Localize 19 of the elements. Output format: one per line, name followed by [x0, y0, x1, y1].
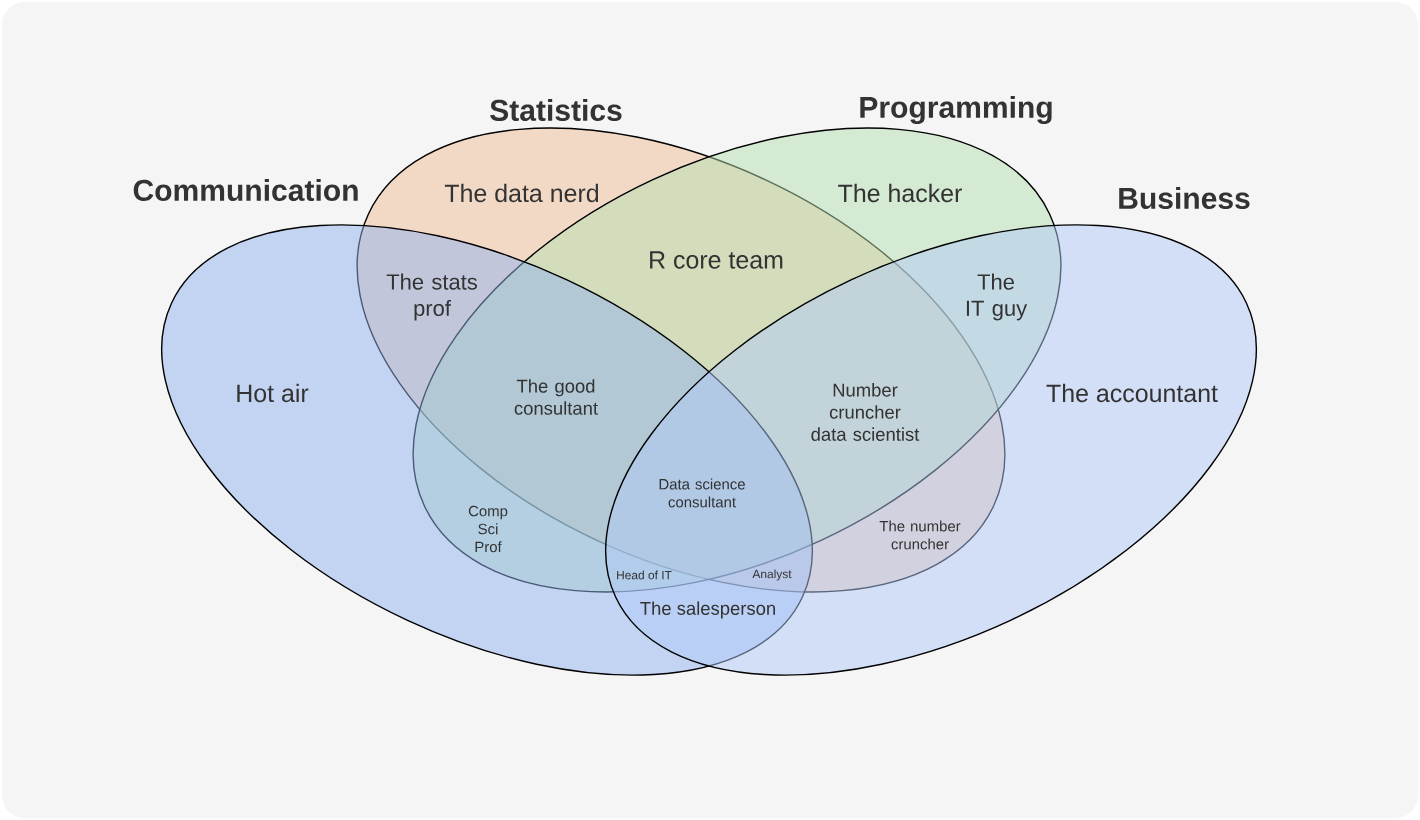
region-label: Hot air	[237, 383, 309, 403]
region-label: The hacker	[838, 183, 962, 203]
region-label: The accountant	[1046, 383, 1218, 403]
set-heading: Programming	[860, 95, 1052, 125]
set-heading: Business	[1119, 186, 1250, 210]
region-label: The data nerd	[444, 183, 599, 203]
region-label: Head of IT	[617, 570, 672, 580]
region-label: The stats prof	[386, 273, 477, 321]
region-label: The IT guy	[966, 273, 1028, 321]
region-label: Comp Sci Prof	[468, 505, 508, 553]
region-label: The good consultant	[514, 379, 598, 415]
set-heading: Communication	[133, 178, 358, 202]
region-label: The number cruncher	[879, 520, 961, 550]
region-label: Data science consultant	[659, 478, 745, 508]
region-label: The salesperson	[640, 601, 775, 619]
region-label: R core team	[650, 251, 783, 269]
set-heading: Statistics	[490, 98, 622, 122]
region-label: Analyst	[752, 569, 792, 581]
region-label: Number cruncher data scientist	[811, 383, 920, 441]
